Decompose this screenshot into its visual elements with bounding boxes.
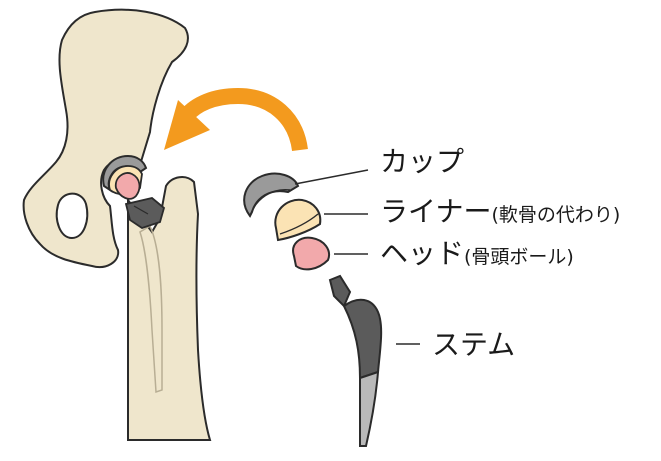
label-head: ヘッド(骨頭ボール)	[380, 240, 574, 268]
obturator-foramen	[57, 194, 87, 238]
stem-body-dark	[344, 300, 381, 378]
curved-arrow-icon	[164, 96, 300, 150]
stem-neck	[330, 276, 350, 306]
stem-body-light	[360, 372, 378, 446]
label-cup-text: カップ	[380, 145, 464, 178]
label-liner: ライナー(軟骨の代わり)	[380, 198, 620, 226]
label-liner-main: ライナー	[380, 195, 491, 228]
label-stem-text: ステム	[432, 328, 515, 361]
implanted-head	[116, 173, 140, 199]
leader-cup	[295, 170, 368, 184]
head-part	[293, 238, 329, 270]
label-liner-sub: (軟骨の代わり)	[491, 204, 620, 226]
label-head-main: ヘッド	[380, 237, 464, 270]
label-cup: カップ	[380, 148, 464, 176]
label-stem: ステム	[432, 331, 515, 359]
label-head-sub: (骨頭ボール)	[464, 246, 574, 268]
